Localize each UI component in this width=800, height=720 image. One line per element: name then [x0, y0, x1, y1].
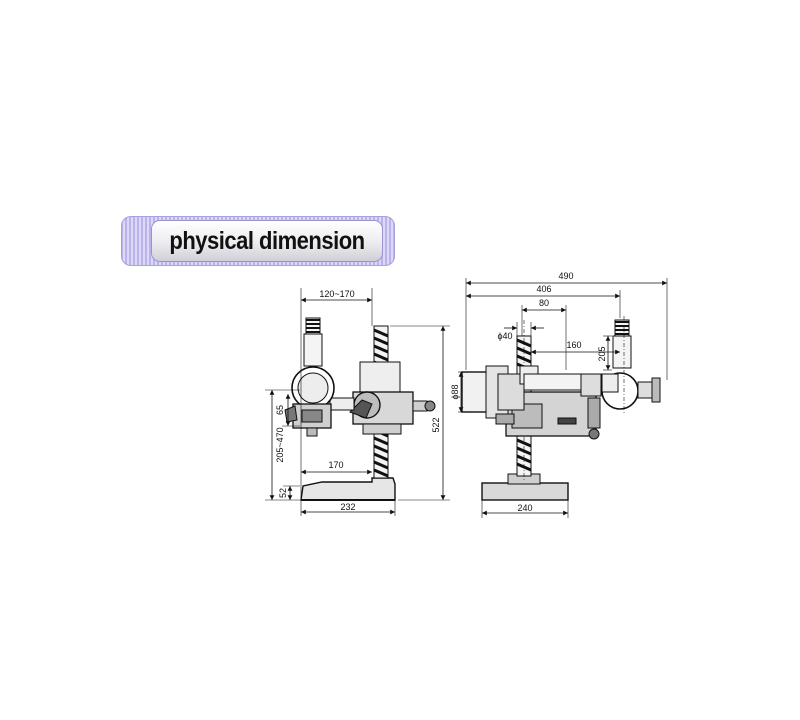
side-head — [284, 317, 355, 437]
dim-overall: 490 — [558, 271, 573, 281]
dim-height-range: 205~470 — [275, 427, 285, 462]
dim-arm: 160 — [566, 340, 581, 350]
banner-title: physical dimension — [169, 226, 365, 255]
side-base — [300, 477, 396, 501]
dim-lamp-height: 205 — [597, 346, 607, 361]
side-view — [265, 288, 450, 516]
dim-column-dia: ϕ40 — [497, 331, 512, 341]
dim-front-base-width: 240 — [517, 503, 532, 513]
banner-label-plate: physical dimension — [152, 221, 382, 261]
front-arm — [461, 365, 605, 425]
dim-reach: 406 — [536, 284, 551, 294]
dim-top-width: 120~170 — [319, 289, 354, 299]
front-extension-lines — [458, 278, 668, 518]
front-view — [458, 278, 668, 518]
side-dimension-lines — [269, 297, 446, 515]
front-carriage — [505, 391, 601, 440]
front-dimension-lines — [458, 280, 667, 516]
dim-offset: 80 — [539, 298, 549, 308]
side-extension-lines — [265, 288, 450, 516]
dim-height-total: 522 — [431, 417, 441, 432]
dim-base-inner: 170 — [328, 460, 343, 470]
front-lamp — [601, 316, 661, 414]
dim-head-dia: ϕ88 — [450, 384, 460, 399]
dim-clamp: 65 — [275, 405, 285, 415]
front-base — [481, 473, 569, 501]
side-carriage — [349, 361, 436, 435]
dim-base-height: 52 — [278, 488, 288, 498]
section-banner: physical dimension — [121, 216, 395, 266]
dim-base-width: 232 — [340, 502, 355, 512]
